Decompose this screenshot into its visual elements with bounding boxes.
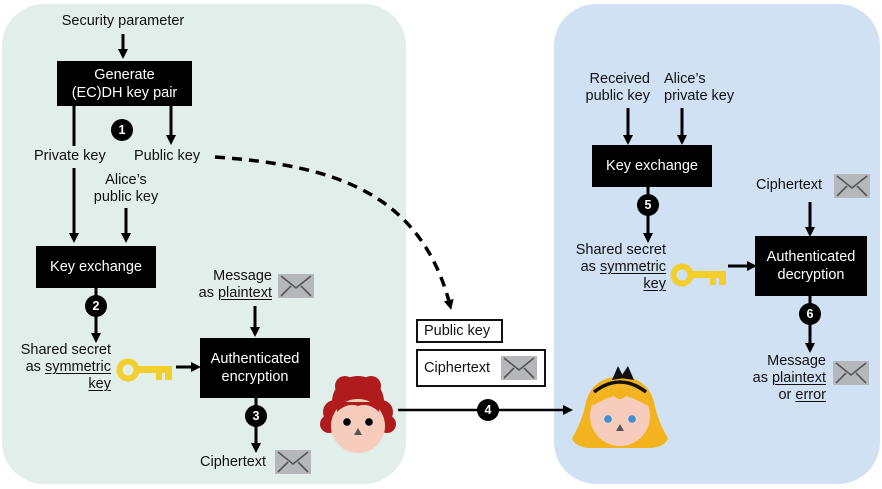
transit-ciphertext-box: Ciphertext — [416, 349, 546, 387]
step-1-badge: 1 — [111, 119, 133, 141]
step-3-badge: 3 — [245, 405, 267, 427]
step-5-badge: 5 — [637, 194, 659, 216]
alice-avatar — [572, 366, 668, 448]
generate-line-1: Generate — [94, 66, 155, 83]
alice-right-eye — [628, 415, 636, 423]
bob-message-label: Message as plaintext — [190, 268, 272, 302]
alice-message-prefix: as — [752, 370, 772, 386]
alice-nose — [616, 424, 624, 431]
alices-public-key-label: Alice’s public key — [86, 172, 166, 206]
shared-secret-line-1: Shared secret — [20, 342, 111, 358]
bob-right-eye — [365, 418, 373, 426]
alice-left-eye — [604, 415, 612, 423]
bob-ciphertext-label: Ciphertext — [200, 454, 267, 470]
alices-public-key-line-1: Alice’s — [105, 172, 147, 188]
message-line-1: Message — [213, 268, 272, 284]
bob-shared-secret-label: Shared secret as symmetric key — [8, 342, 111, 393]
transit-ciphertext-label: Ciphertext — [424, 360, 491, 376]
bob-nose — [354, 428, 362, 435]
authenticated-encryption-box: Authenticated encryption — [200, 338, 310, 398]
received-public-key-label: Received public key — [580, 71, 650, 105]
step-2-badge: 2 — [85, 295, 107, 317]
dashed-arrow-public-key-transfer — [214, 155, 454, 310]
alice-plaintext-envelope-icon — [833, 361, 869, 385]
public-key-label: Public key — [134, 148, 201, 164]
alice-shared-secret-line-1: Shared secret — [575, 242, 666, 258]
alice-face — [590, 386, 650, 446]
bob-key-icon — [116, 358, 172, 382]
received-line-1: Received — [589, 71, 650, 87]
alice-bow — [612, 366, 634, 380]
alices-public-key-line-2: public key — [93, 189, 159, 205]
alice-or-prefix: or — [778, 387, 796, 403]
alice-private-line-1: Alice’s — [664, 71, 706, 87]
alice-shared-secret-label: Shared secret as symmetric key — [560, 242, 666, 293]
alice-ciphertext-envelope-icon — [834, 174, 870, 198]
step-6-badge: 6 — [799, 303, 821, 325]
bob-key-exchange-box: Key exchange — [36, 246, 156, 288]
alice-shared-secret-prefix: as — [580, 259, 600, 275]
alice-headband — [592, 380, 648, 394]
authenticated-decryption-box: Authenticated decryption — [755, 236, 867, 296]
transit-public-key-box: Public key — [416, 319, 503, 343]
bob-plaintext-envelope-icon — [278, 274, 314, 298]
bob-face — [331, 399, 385, 453]
bob-left-eye — [343, 418, 351, 426]
generate-line-2: (EC)DH key pair — [71, 84, 178, 101]
alices-private-key-label: Alice’s private key — [664, 71, 734, 105]
transit-ciphertext-envelope-icon — [501, 356, 537, 380]
alice-ciphertext-label: Ciphertext — [756, 177, 823, 193]
auth-dec-line-2: decryption — [777, 267, 845, 283]
plaintext-term: plaintext — [217, 285, 272, 301]
auth-enc-line-2: encryption — [221, 369, 289, 385]
auth-dec-line-1: Authenticated — [766, 249, 856, 265]
key-term: key — [88, 376, 111, 392]
private-key-label: Private key — [34, 148, 106, 164]
auth-enc-line-1: Authenticated — [210, 351, 300, 367]
alice-symmetric-term: symmetric — [599, 259, 666, 275]
received-line-2: public key — [585, 88, 650, 104]
alice-plaintext-term: plaintext — [771, 370, 826, 386]
alice-private-line-2: private key — [664, 88, 735, 104]
error-term: error — [795, 387, 826, 403]
alice-key-exchange-box: Key exchange — [592, 145, 712, 187]
alice-key-term: key — [643, 276, 666, 292]
message-prefix: as — [198, 285, 218, 301]
shared-secret-prefix: as — [25, 359, 45, 375]
bob-avatar — [320, 376, 396, 453]
symmetric-term: symmetric — [44, 359, 111, 375]
alice-message-label: Message as plaintext or error — [746, 353, 826, 404]
alice-message-line-1: Message — [767, 353, 826, 369]
alice-key-icon — [670, 263, 726, 287]
step-4-badge: 4 — [477, 399, 499, 421]
generate-key-pair-box: Generate(EC)DH key pair — [57, 61, 192, 106]
security-parameter-label: Security parameter — [61, 13, 185, 29]
bob-ciphertext-envelope-icon — [275, 450, 311, 474]
